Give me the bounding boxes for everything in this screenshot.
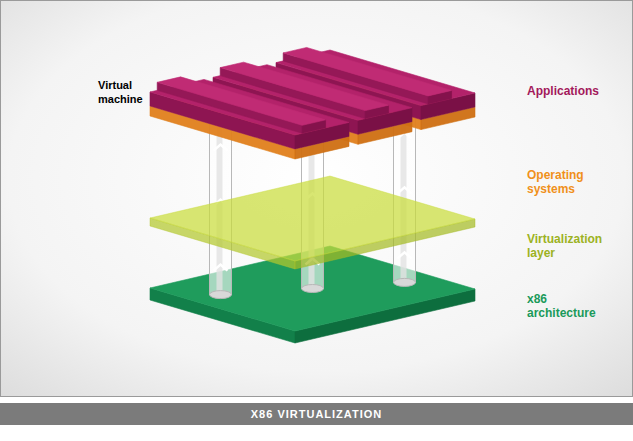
layer-label: Applications [527, 84, 627, 98]
panel-background [1, 1, 633, 397]
layer-label: Operating systems [527, 168, 607, 196]
layer-label: x86 architecture [527, 292, 617, 320]
caption-bar: X86 VIRTUALIZATION [0, 403, 633, 425]
app-slab [150, 79, 349, 149]
app-ridge [157, 77, 325, 133]
app-ridge-top [157, 77, 325, 125]
virtualization-plate [150, 176, 475, 269]
vm-label: Virtual machine [98, 78, 154, 106]
layer-label: Virtualization layer [527, 232, 627, 260]
virtualization-plate-top [150, 176, 475, 261]
